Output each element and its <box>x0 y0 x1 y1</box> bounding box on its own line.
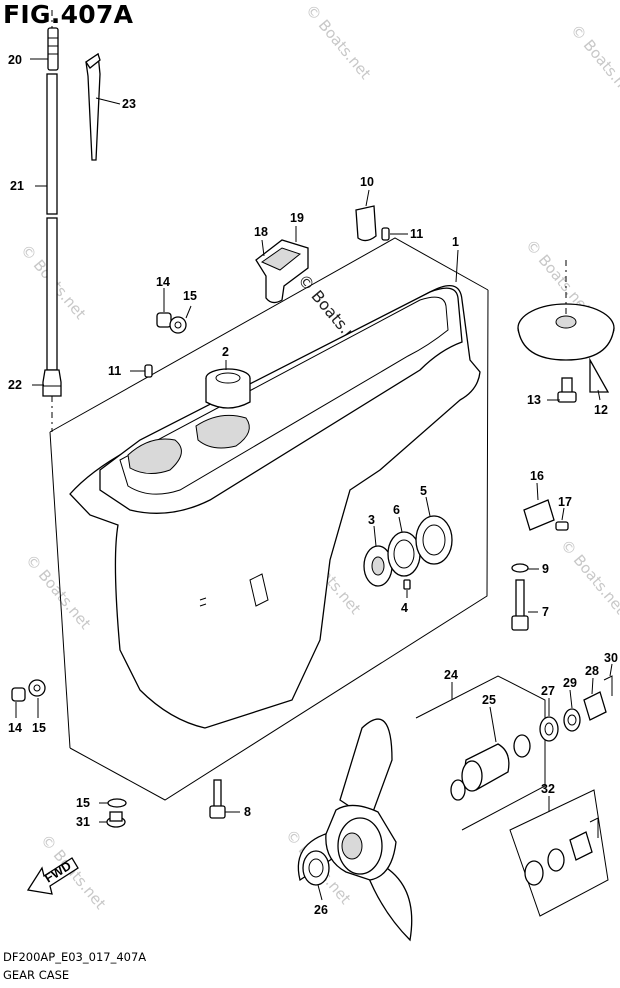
anode-10 <box>355 205 377 242</box>
callout-labels: 20 23 21 22 14 15 11 2 18 19 10 11 1 14 … <box>8 53 618 917</box>
plug-31 <box>106 811 126 828</box>
callout-9: 9 <box>542 562 549 576</box>
gear-case-body <box>69 284 481 729</box>
watermark-2: © Boats.net <box>567 21 620 103</box>
pin-11-left <box>144 364 153 378</box>
leader-lines <box>15 58 613 901</box>
callout-5: 5 <box>420 484 427 498</box>
callout-7: 7 <box>542 605 549 619</box>
shift-rod-assembly <box>42 10 62 432</box>
bushing-set-24 <box>415 675 546 831</box>
bushing-2 <box>205 368 251 409</box>
plug-14-bottom <box>11 679 46 702</box>
callout-23: 23 <box>122 97 136 111</box>
callout-10: 10 <box>360 175 374 189</box>
callout-17: 17 <box>558 495 572 509</box>
washer-15 <box>107 798 127 808</box>
callout-2: 2 <box>222 345 229 359</box>
callout-12: 12 <box>594 403 608 417</box>
seal-set <box>363 515 453 590</box>
bolt-7 <box>511 563 529 631</box>
callout-8: 8 <box>244 805 251 819</box>
figure-name: GEAR CASE <box>3 968 70 982</box>
washer-nut-set <box>539 675 613 742</box>
trim-tab-12 <box>517 260 615 393</box>
watermark-1: © Boats.net <box>302 1 375 83</box>
callout-3: 3 <box>368 513 375 527</box>
callout-32: 32 <box>541 782 555 796</box>
callout-11-left: 11 <box>108 364 121 378</box>
callout-22: 22 <box>8 378 22 392</box>
callout-13: 13 <box>527 393 541 407</box>
callout-18: 18 <box>254 225 268 239</box>
callout-4: 4 <box>401 601 408 615</box>
holder-part <box>85 52 101 161</box>
bracket-18-19 <box>255 239 309 304</box>
figure-title: FIG.407A <box>3 0 134 29</box>
propeller <box>297 718 413 942</box>
callout-27: 27 <box>541 684 555 698</box>
pin-11-top <box>381 227 390 241</box>
bolt-8 <box>209 779 226 819</box>
callout-26: 26 <box>314 903 328 917</box>
callout-6: 6 <box>393 503 400 517</box>
callout-24: 24 <box>444 668 458 682</box>
plug-14-top <box>156 312 187 334</box>
callout-30: 30 <box>604 651 618 665</box>
callout-16: 16 <box>530 469 544 483</box>
figure-code: DF200AP_E03_017_407A <box>3 950 147 964</box>
callout-15-lower: 15 <box>76 796 90 810</box>
callout-19: 19 <box>290 211 304 225</box>
callout-14-bottom: 14 <box>8 721 22 735</box>
callout-20: 20 <box>8 53 22 67</box>
callout-15-bottom: 15 <box>32 721 46 735</box>
callout-29: 29 <box>563 676 577 690</box>
watermark-7: © Boats.net <box>557 536 620 618</box>
bolt-13 <box>557 377 577 403</box>
callout-28: 28 <box>585 664 599 678</box>
callout-31: 31 <box>76 815 90 829</box>
callout-15-top: 15 <box>183 289 197 303</box>
callout-21: 21 <box>10 179 24 193</box>
callout-1: 1 <box>452 235 459 249</box>
callout-25: 25 <box>482 693 496 707</box>
callout-14-top: 14 <box>156 275 170 289</box>
anode-16 <box>523 499 569 531</box>
callout-11-top: 11 <box>410 227 423 241</box>
nut-set-32 <box>509 789 609 917</box>
